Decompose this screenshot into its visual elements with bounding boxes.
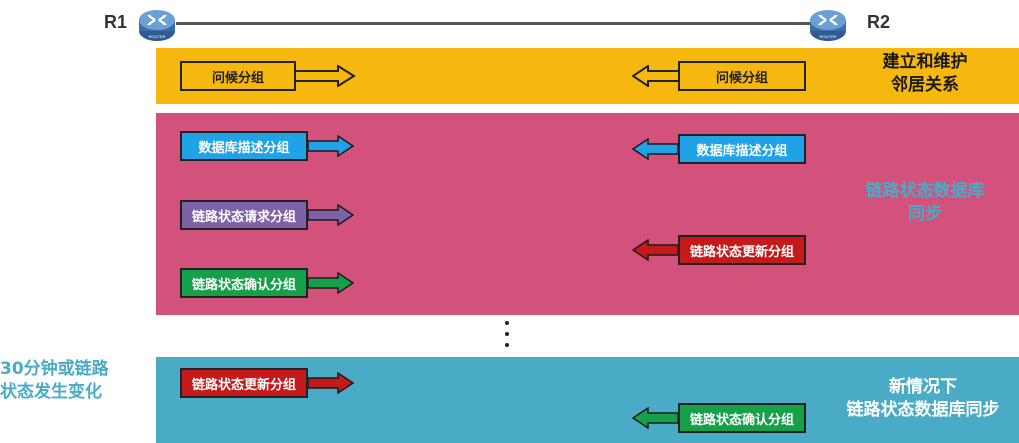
arrow-right-icon xyxy=(308,272,354,294)
hello-packet-r1-label: 问候分组 xyxy=(180,61,296,91)
hello-packet-r1: 问候分组 xyxy=(180,61,356,91)
arrow-left-icon xyxy=(632,407,678,429)
router-r2-label: R2 xyxy=(867,12,891,32)
arrow-right-icon xyxy=(308,372,354,394)
sync-phase-label-line2: 同步 xyxy=(908,203,942,224)
update-phase-label: 新情况下 链路状态数据库同步 xyxy=(828,376,1018,422)
r1-r2-link xyxy=(176,22,811,25)
lsack-packet-r1: 链路状态确认分组 xyxy=(180,268,354,298)
lsu-packet-r1: 链路状态更新分组 xyxy=(180,368,354,398)
hello-phase-label: 建立和维护 邻居关系 xyxy=(860,51,990,97)
dbd-packet-r2: 数据库描述分组 xyxy=(632,134,806,164)
router-r1-label: R1 xyxy=(104,12,128,32)
router-r1-caption: ROUTER xyxy=(149,34,166,39)
update-trigger-line1: 30分钟或链路 xyxy=(0,359,109,379)
update-phase-label-line2: 链路状态数据库同步 xyxy=(846,399,1000,420)
hello-packet-r2: 问候分组 xyxy=(632,61,806,91)
update-phase-label-line1: 新情况下 xyxy=(889,377,957,397)
arrow-right-icon xyxy=(296,65,356,87)
lsack-packet-r2-label: 链路状态确认分组 xyxy=(678,403,806,433)
router-r1-icon: ROUTER xyxy=(138,7,176,45)
router-r2-icon: ROUTER xyxy=(809,7,847,45)
router-r2-caption: ROUTER xyxy=(820,34,837,39)
hello-phase-label-line1: 建立和维护 xyxy=(882,52,968,72)
arrow-right-icon xyxy=(308,204,354,226)
sync-phase-label: 链路状态数据库 同步 xyxy=(852,180,998,226)
hello-packet-r2-label: 问候分组 xyxy=(678,61,806,91)
lsu-packet-r1-label: 链路状态更新分组 xyxy=(180,368,308,398)
hello-phase-band xyxy=(156,48,1019,104)
lsu-packet-r2-label: 链路状态更新分组 xyxy=(678,235,806,265)
arrow-right-icon xyxy=(308,135,354,157)
update-trigger-label: 30分钟或链路 状态发生变化 xyxy=(0,358,128,404)
lsr-packet-r1-label: 链路状态请求分组 xyxy=(180,200,308,230)
arrow-left-icon xyxy=(632,65,678,87)
lsack-packet-r1-label: 链路状态确认分组 xyxy=(180,268,308,298)
arrow-left-icon xyxy=(632,239,678,261)
continuation-ellipsis xyxy=(504,321,510,354)
dbd-packet-r1: 数据库描述分组 xyxy=(180,131,354,161)
lsr-packet-r1: 链路状态请求分组 xyxy=(180,200,354,230)
arrow-left-icon xyxy=(632,138,678,160)
lsack-packet-r2: 链路状态确认分组 xyxy=(632,403,806,433)
hello-phase-label-line2: 邻居关系 xyxy=(891,74,959,95)
update-trigger-line2: 状态发生变化 xyxy=(0,381,102,402)
sync-phase-label-line1: 链路状态数据库 xyxy=(865,181,985,201)
dbd-packet-r1-label: 数据库描述分组 xyxy=(180,131,308,161)
dbd-packet-r2-label: 数据库描述分组 xyxy=(678,134,806,164)
lsu-packet-r2: 链路状态更新分组 xyxy=(632,235,806,265)
